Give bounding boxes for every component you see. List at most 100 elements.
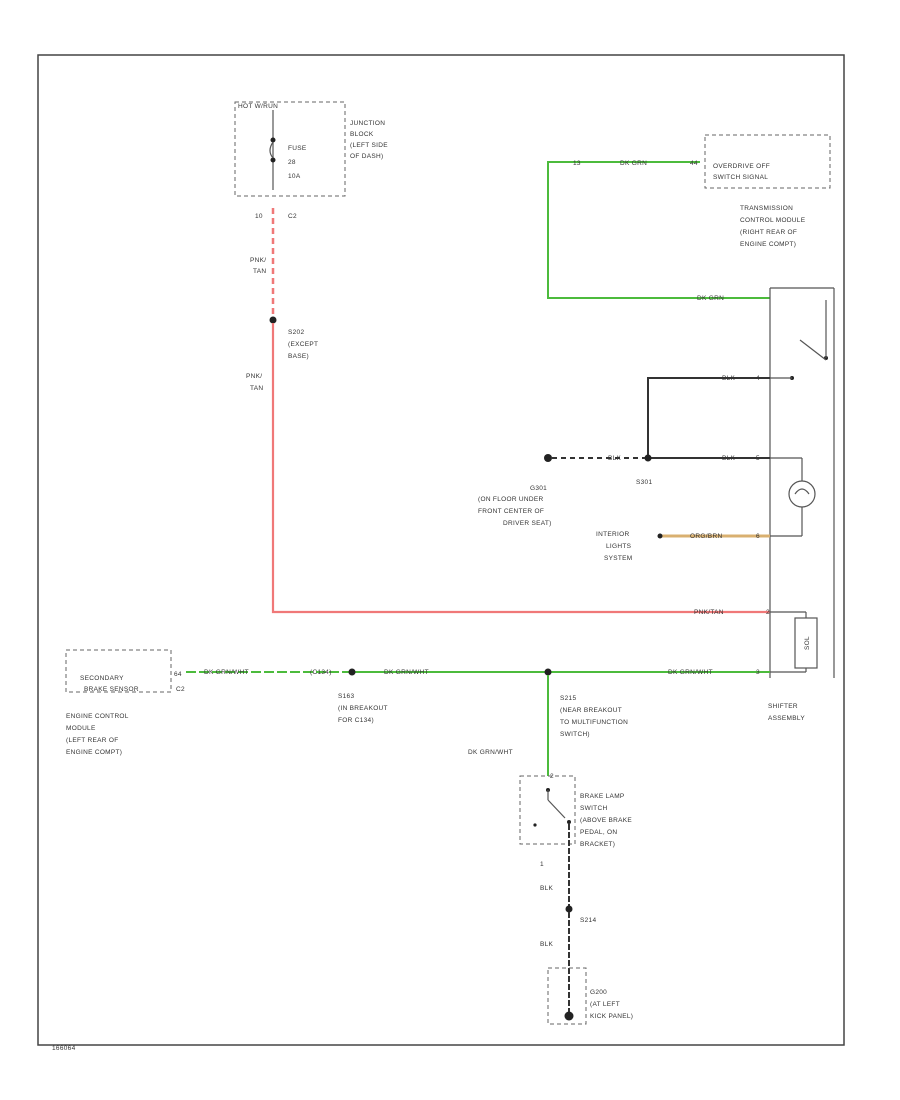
fuse-number: 28	[288, 159, 296, 166]
splice-s202-note-1: (EXCEPT	[288, 341, 318, 348]
brake-switch-desc-4: PEDAL, ON	[580, 829, 617, 836]
brake-switch-desc-3: (ABOVE BRAKE	[580, 817, 632, 824]
fuse-rating: 10A	[288, 173, 301, 180]
splice-s163-note-1: (IN BREAKOUT	[338, 705, 388, 712]
engine-control-module: SECONDARY BRAKE SENSOR 64 C2 ENGINE CONT…	[65, 649, 185, 756]
shifter-wire-blk-4: BLK	[722, 375, 736, 382]
brake-switch-desc-1: BRAKE LAMP	[580, 793, 625, 800]
junction-block-desc-3: (LEFT SIDE	[350, 142, 388, 149]
splice-s301	[644, 454, 652, 462]
tcm-desc-3: (RIGHT REAR OF	[740, 229, 797, 236]
wire-dk-grn-wht-right-label: DK GRN/WHT	[668, 669, 713, 676]
ecm-pin: 64	[174, 671, 182, 678]
ground-g200: G200 (AT LEFT KICK PANEL)	[547, 967, 633, 1025]
connector-c134: (C134)	[310, 669, 332, 676]
wire-blk-1-label: BLK	[540, 885, 554, 892]
shifter-pin-3: 3	[756, 669, 760, 676]
shifter-desc-2: ASSEMBLY	[768, 715, 805, 722]
ground-g301-wire-label: BLK	[608, 455, 622, 462]
interior-lights-connector	[657, 533, 663, 539]
shifter-desc-1: SHIFTER	[768, 703, 798, 710]
splice-s214	[565, 905, 573, 913]
brake-switch-desc-2: SWITCH	[580, 805, 607, 812]
shifter-pin-6: 6	[756, 533, 760, 540]
splice-s202-label: S202	[288, 329, 304, 336]
shifter-wire-pnk-tan: PNK/TAN	[694, 609, 724, 616]
wire-dk-grn-wht-down-label: DK GRN/WHT	[468, 749, 513, 756]
brake-switch-pin-top: 2	[550, 773, 554, 780]
tcm-desc-2: CONTROL MODULE	[740, 217, 806, 224]
interior-lights-3: SYSTEM	[604, 555, 633, 562]
junction-block: HOT W/RUN FUSE 28 10A JUNCTION BLOCK (LE…	[234, 101, 388, 220]
shifter-wire-dk-grn: DK GRN	[697, 295, 724, 302]
splice-s215-note-1: (NEAR BREAKOUT	[560, 707, 622, 714]
splice-s163	[348, 668, 356, 676]
fuse-label: FUSE	[288, 145, 307, 152]
wire-pnk-tan-label-1a: PNK/	[250, 257, 266, 264]
wire-dk-grn-loop	[547, 161, 770, 299]
splice-s215-label: S215	[560, 695, 576, 702]
overdrive-wire-label: DK GRN	[620, 160, 647, 167]
wire-blk-pin4	[647, 377, 770, 456]
diagram-id: 166064	[52, 1045, 76, 1052]
wire-pnk-tan-label-2a: PNK/	[246, 373, 262, 380]
shifter-assembly: SOL SHIFTER ASSEMBLY	[768, 287, 835, 722]
junction-block-pin: 10	[255, 213, 263, 220]
splice-s301-label: S301	[636, 479, 652, 486]
wire-pnk-tan-solid	[271, 323, 770, 614]
ecm-box-line-1: SECONDARY	[80, 675, 124, 682]
wire-dk-grn-wht-mid-label: DK GRN/WHT	[384, 669, 429, 676]
ecm-box-line-2: BRAKE SENSOR	[84, 686, 139, 693]
junction-block-desc-4: OF DASH)	[350, 153, 383, 160]
wire-dk-grn-wht-left-label: DK GRN/WHT	[204, 669, 249, 676]
ground-g200-label: G200	[590, 989, 607, 996]
interior-lights-1: INTERIOR	[596, 531, 629, 538]
ecm-desc-2: MODULE	[66, 725, 96, 732]
shifter-pin-4: 4	[756, 375, 760, 382]
shifter-pin-5: 5	[756, 455, 760, 462]
splice-s202	[269, 316, 277, 324]
transmission-control-module: OVERDRIVE OFF SWITCH SIGNAL TRANSMISSION…	[704, 134, 831, 248]
overdrive-label-2: SWITCH SIGNAL	[713, 174, 768, 181]
ecm-desc-3: (LEFT REAR OF	[66, 737, 119, 744]
wire-blk-2-label: BLK	[540, 941, 554, 948]
interior-lights-2: LIGHTS	[606, 543, 632, 550]
ground-g301-desc-2: FRONT CENTER OF	[478, 508, 544, 515]
splice-s214-label: S214	[580, 917, 596, 924]
ground-g301-label: G301	[530, 485, 547, 492]
ground-g301-symbol	[544, 454, 552, 462]
ground-g301-desc-3: DRIVER SEAT)	[503, 520, 552, 527]
shifter-pin-2: 2	[766, 609, 770, 616]
brake-switch-pin-bottom: 1	[540, 861, 544, 868]
splice-s202-note-2: BASE)	[288, 353, 309, 360]
ground-g301-desc-1: (ON FLOOR UNDER	[478, 496, 544, 503]
shifter-solenoid-label: SOL	[804, 636, 811, 650]
ground-g200-desc-2: KICK PANEL)	[590, 1013, 633, 1020]
tcm-desc-4: ENGINE COMPT)	[740, 241, 796, 248]
wire-pnk-tan-label-2b: TAN	[250, 385, 263, 392]
shifter-wire-blk-5: BLK	[722, 455, 736, 462]
overdrive-pin-left: 13	[573, 160, 581, 167]
overdrive-pin-right: 44	[690, 160, 698, 167]
brake-lamp-switch: 2 BRAKE LAMP SWITCH (ABOVE BRAKE PEDAL, …	[519, 773, 632, 868]
wire-pnk-tan-label-1b: TAN	[253, 268, 266, 275]
tcm-desc-1: TRANSMISSION	[740, 205, 793, 212]
ecm-desc-4: ENGINE COMPT)	[66, 749, 122, 756]
overdrive-label-1: OVERDRIVE OFF	[713, 163, 770, 170]
ecm-desc-1: ENGINE CONTROL	[66, 713, 129, 720]
splice-s215-note-3: SWITCH)	[560, 731, 590, 738]
diagram-frame	[37, 54, 845, 1046]
junction-block-desc-2: BLOCK	[350, 131, 374, 138]
splice-s215	[544, 668, 552, 676]
brake-switch-desc-5: BRACKET)	[580, 841, 615, 848]
junction-block-desc-1: JUNCTION	[350, 120, 385, 127]
junction-block-connector: C2	[288, 213, 297, 220]
ecm-connector: C2	[176, 686, 185, 693]
splice-s163-note-2: FOR C134)	[338, 717, 374, 724]
hot-in-run-label: HOT W/RUN	[238, 103, 278, 110]
splice-s215-note-2: TO MULTIFUNCTION	[560, 719, 628, 726]
splice-s163-label: S163	[338, 693, 354, 700]
ground-g200-desc-1: (AT LEFT	[590, 1001, 620, 1008]
shifter-wire-org-brn: ORG/BRN	[690, 533, 722, 540]
